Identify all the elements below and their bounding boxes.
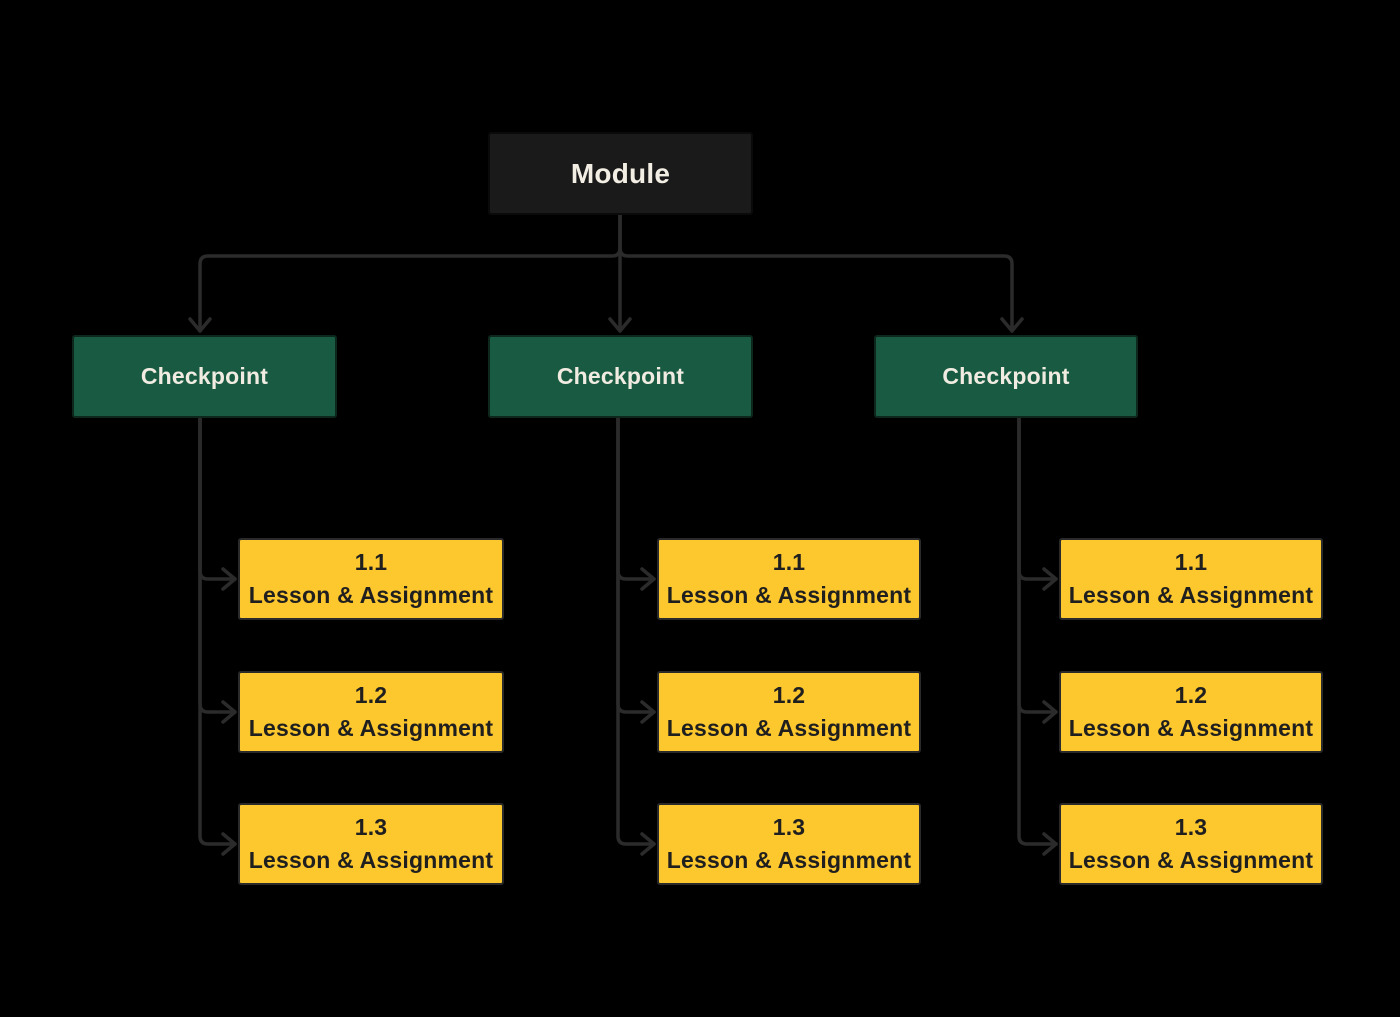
- arrowhead-checkpoint-2-to-lesson-2-1: [640, 567, 656, 591]
- arrowhead-checkpoint-3-to-lesson-3-2: [1042, 700, 1058, 724]
- connector-checkpoint-3-to-lesson-3-1: [1017, 416, 1058, 581]
- lesson-number: 1.2: [354, 682, 388, 708]
- checkpoint-label: Checkpoint: [942, 363, 1070, 389]
- lesson-label: Lesson & Assignment: [666, 715, 912, 741]
- arrowhead-module-to-checkpoint-3: [1000, 317, 1024, 333]
- lesson-number: 1.2: [1174, 682, 1208, 708]
- arrowhead-checkpoint-3-to-lesson-3-3: [1042, 832, 1058, 856]
- arrowhead-checkpoint-3-to-lesson-3-1: [1042, 567, 1058, 591]
- lesson-number: 1.1: [1174, 549, 1208, 575]
- lesson-label: Lesson & Assignment: [666, 582, 912, 608]
- lesson-label: Lesson & Assignment: [1068, 715, 1314, 741]
- node-checkpoint-3: Checkpoint: [874, 335, 1138, 418]
- lesson-number: 1.3: [354, 814, 388, 840]
- lesson-label: Lesson & Assignment: [248, 847, 494, 873]
- lesson-number: 1.3: [772, 814, 806, 840]
- node-checkpoint-1: Checkpoint: [72, 335, 337, 418]
- checkpoint-label: Checkpoint: [556, 363, 685, 389]
- lesson-label: Lesson & Assignment: [248, 715, 494, 741]
- arrowhead-module-to-checkpoint-2: [608, 317, 632, 333]
- arrowhead-checkpoint-1-to-lesson-1-2: [221, 700, 237, 724]
- node-module: Module: [488, 132, 753, 215]
- connector-module-to-checkpoint-1: [198, 213, 622, 333]
- arrowhead-checkpoint-1-to-lesson-1-1: [221, 567, 237, 591]
- connector-checkpoint-2-to-lesson-2-1: [616, 416, 656, 581]
- lesson-number: 1.3: [1174, 814, 1208, 840]
- connector-checkpoint-1-to-lesson-1-2: [198, 416, 237, 714]
- connector-checkpoint-3-to-lesson-3-2: [1017, 416, 1058, 714]
- lesson-label: Lesson & Assignment: [248, 582, 494, 608]
- connector-checkpoint-1-to-lesson-1-3: [198, 416, 237, 846]
- lesson-label: Lesson & Assignment: [1068, 582, 1314, 608]
- connector-module-to-checkpoint-3: [618, 213, 1014, 333]
- arrowhead-checkpoint-2-to-lesson-2-2: [640, 700, 656, 724]
- connector-checkpoint-1-to-lesson-1-1: [198, 416, 237, 581]
- connector-checkpoint-2-to-lesson-2-3: [616, 416, 656, 846]
- arrowhead-checkpoint-1-to-lesson-1-3: [221, 832, 237, 856]
- lesson-label: Lesson & Assignment: [1068, 847, 1314, 873]
- module-label: Module: [570, 157, 671, 189]
- connector-checkpoint-2-to-lesson-2-2: [616, 416, 656, 714]
- checkpoint-label: Checkpoint: [140, 363, 269, 389]
- arrowhead-module-to-checkpoint-1: [188, 317, 212, 333]
- arrowhead-checkpoint-2-to-lesson-2-3: [640, 832, 656, 856]
- lesson-number: 1.2: [772, 682, 806, 708]
- connector-checkpoint-3-to-lesson-3-3: [1017, 416, 1058, 846]
- node-checkpoint-2: Checkpoint: [488, 335, 753, 418]
- lesson-label: Lesson & Assignment: [666, 847, 912, 873]
- lesson-number: 1.1: [354, 549, 388, 575]
- lesson-number: 1.1: [772, 549, 806, 575]
